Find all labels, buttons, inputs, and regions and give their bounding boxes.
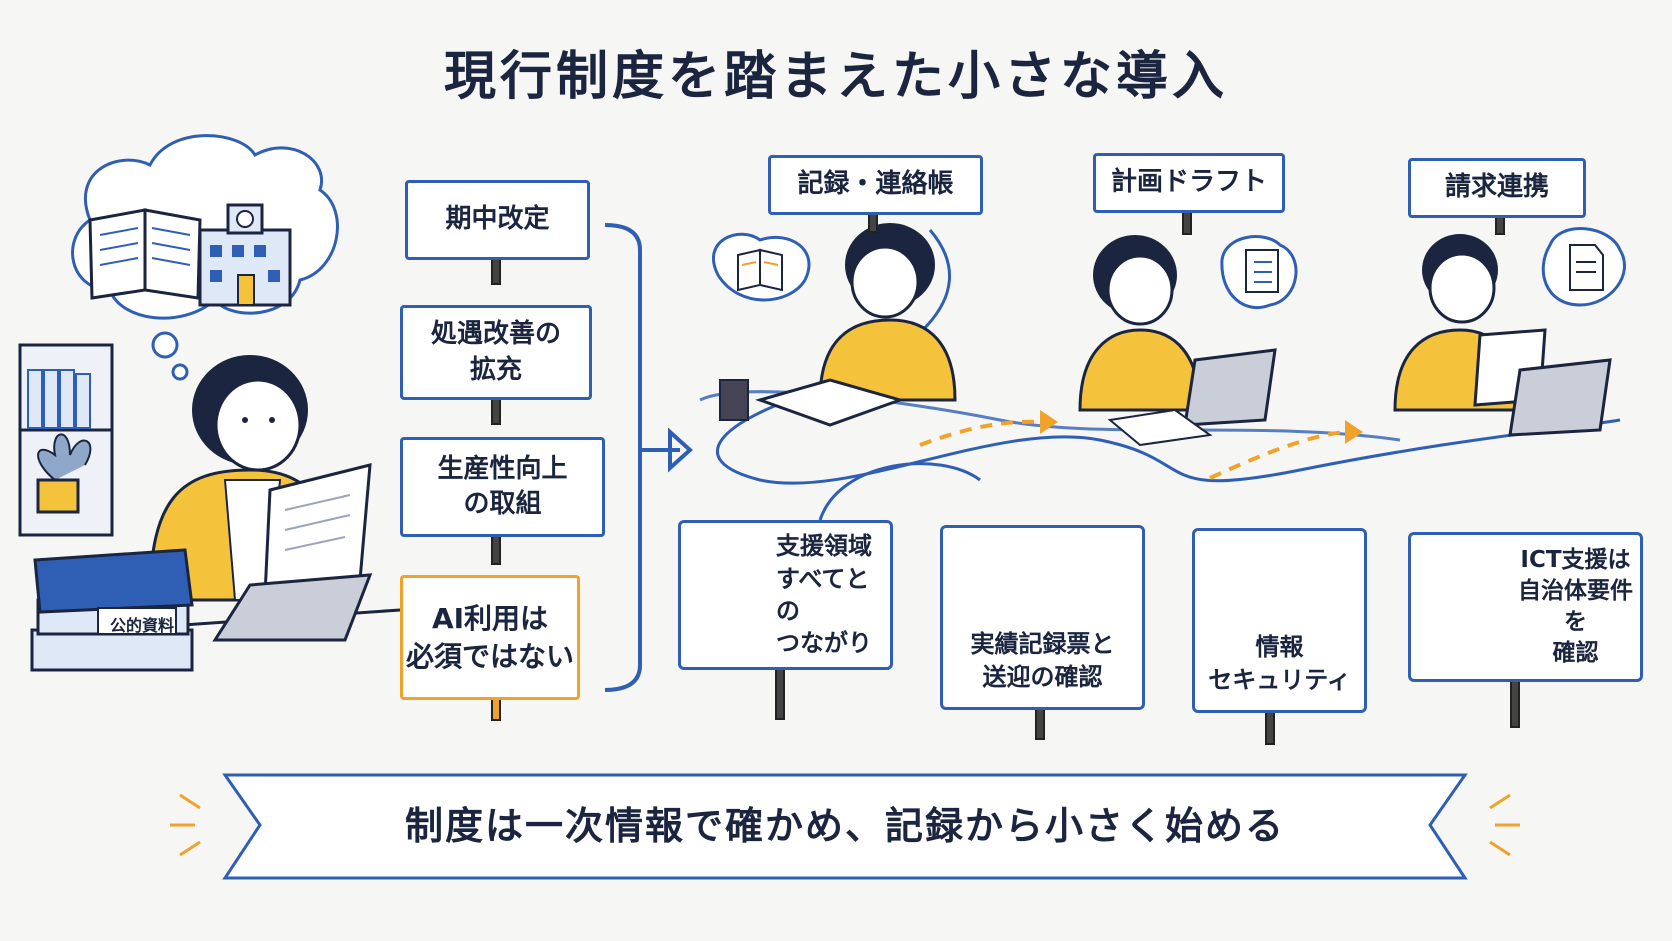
banner-ribbon xyxy=(222,773,1468,880)
revision-sign-2: 処遇改善の 拡充 xyxy=(400,305,592,400)
revision-label: 処遇改善の 拡充 xyxy=(430,319,561,385)
check-sign-ict-support: ICT支援は 自治体要件を 確認 xyxy=(1408,532,1643,682)
revision-sign-1: 期中改定 xyxy=(405,180,590,260)
sign-post xyxy=(1510,678,1520,728)
revision-sign-4: AI利用は 必須ではない xyxy=(400,575,580,700)
open-book-icon xyxy=(88,208,202,300)
banner-text: 制度は一次情報で確かめ、記録から小さく始める xyxy=(404,804,1285,848)
check-sign-security: 情報 セキュリティ xyxy=(1192,528,1367,713)
binder-stack xyxy=(30,548,194,672)
progress-arrow-2 xyxy=(1209,430,1346,480)
check-label: 実績記録票と 送迎の確認 xyxy=(970,630,1115,691)
step-label: 計画ドラフト xyxy=(1110,167,1267,198)
revision-label: 生産性向上 の取組 xyxy=(437,453,568,519)
check-sign-records-transport: 実績記録票と 送迎の確認 xyxy=(940,525,1145,710)
banner-sparks-right xyxy=(1489,793,1520,857)
progress-arrow-1 xyxy=(919,419,1041,447)
boy-holding-document xyxy=(1393,227,1626,437)
banner-sparks-left xyxy=(170,793,201,857)
check-label: ICT支援は 自治体要件を 確認 xyxy=(1518,546,1633,667)
step-sign-plan-draft: 計画ドラフト xyxy=(1093,153,1285,213)
sign-post xyxy=(1265,710,1275,745)
child-writing-journal xyxy=(711,223,957,427)
check-label: 支援領域 すべてとの つながり xyxy=(776,532,872,658)
revisions-bracket xyxy=(604,223,642,692)
sign-post xyxy=(491,535,501,565)
city-hall-icon xyxy=(198,203,292,307)
binder-label: 公的資料 xyxy=(109,616,174,635)
potted-plant xyxy=(36,433,92,514)
step-label: 請求連携 xyxy=(1444,172,1549,203)
sign-post xyxy=(775,665,785,720)
step-sign-records: 記録・連絡帳 xyxy=(768,155,983,215)
sign-post xyxy=(1035,705,1045,740)
check-label: 情報 セキュリティ xyxy=(1208,633,1351,694)
page-title: 現行制度を踏まえた小さな導入 xyxy=(443,47,1228,107)
step-sign-billing: 請求連携 xyxy=(1408,158,1586,218)
revision-sign-3: 生産性向上 の取組 xyxy=(400,437,605,537)
revision-label: AI利用は 必須ではない xyxy=(405,601,574,673)
girl-thinking-laptop xyxy=(1078,235,1298,447)
check-sign-support-areas: 支援領域 すべてとの つながり xyxy=(678,520,893,670)
revision-label: 期中改定 xyxy=(445,204,550,235)
step-label: 記録・連絡帳 xyxy=(797,169,954,200)
